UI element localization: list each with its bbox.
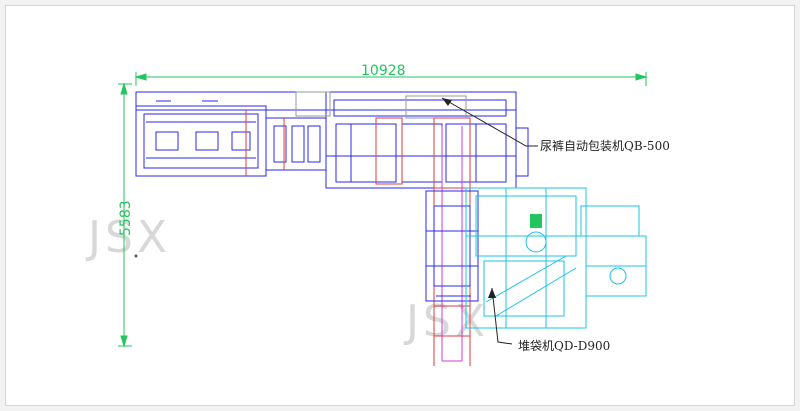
packer-label: 尿裤自动包装机QB-500	[540, 139, 670, 153]
leader-lines	[441, 97, 538, 345]
packer-leader-arrow	[442, 98, 452, 106]
width-dimension	[134, 72, 648, 86]
bagger-label: 堆袋机QD-D900	[518, 339, 610, 353]
cad-drawing: JSX JSX 10928 5583	[85, 63, 670, 366]
bagger-leader-arrow	[488, 288, 496, 298]
bag-stacker-machine	[465, 187, 647, 329]
watermark-left: JSX	[85, 212, 171, 263]
width-dimension-label: 10928	[361, 63, 406, 79]
height-dimension-label: 5583	[118, 200, 134, 236]
vertical-conveyor	[425, 190, 479, 302]
origin-marker	[134, 254, 138, 258]
height-dimension	[118, 82, 132, 348]
packer-detail-grey	[295, 91, 467, 119]
magenta-accent-lines	[441, 126, 463, 362]
watermark-center: JSX	[403, 296, 489, 347]
status-marker	[530, 214, 542, 228]
drawing-frame: JSX JSX 10928 5583	[5, 5, 795, 406]
packer-machine	[135, 91, 529, 189]
